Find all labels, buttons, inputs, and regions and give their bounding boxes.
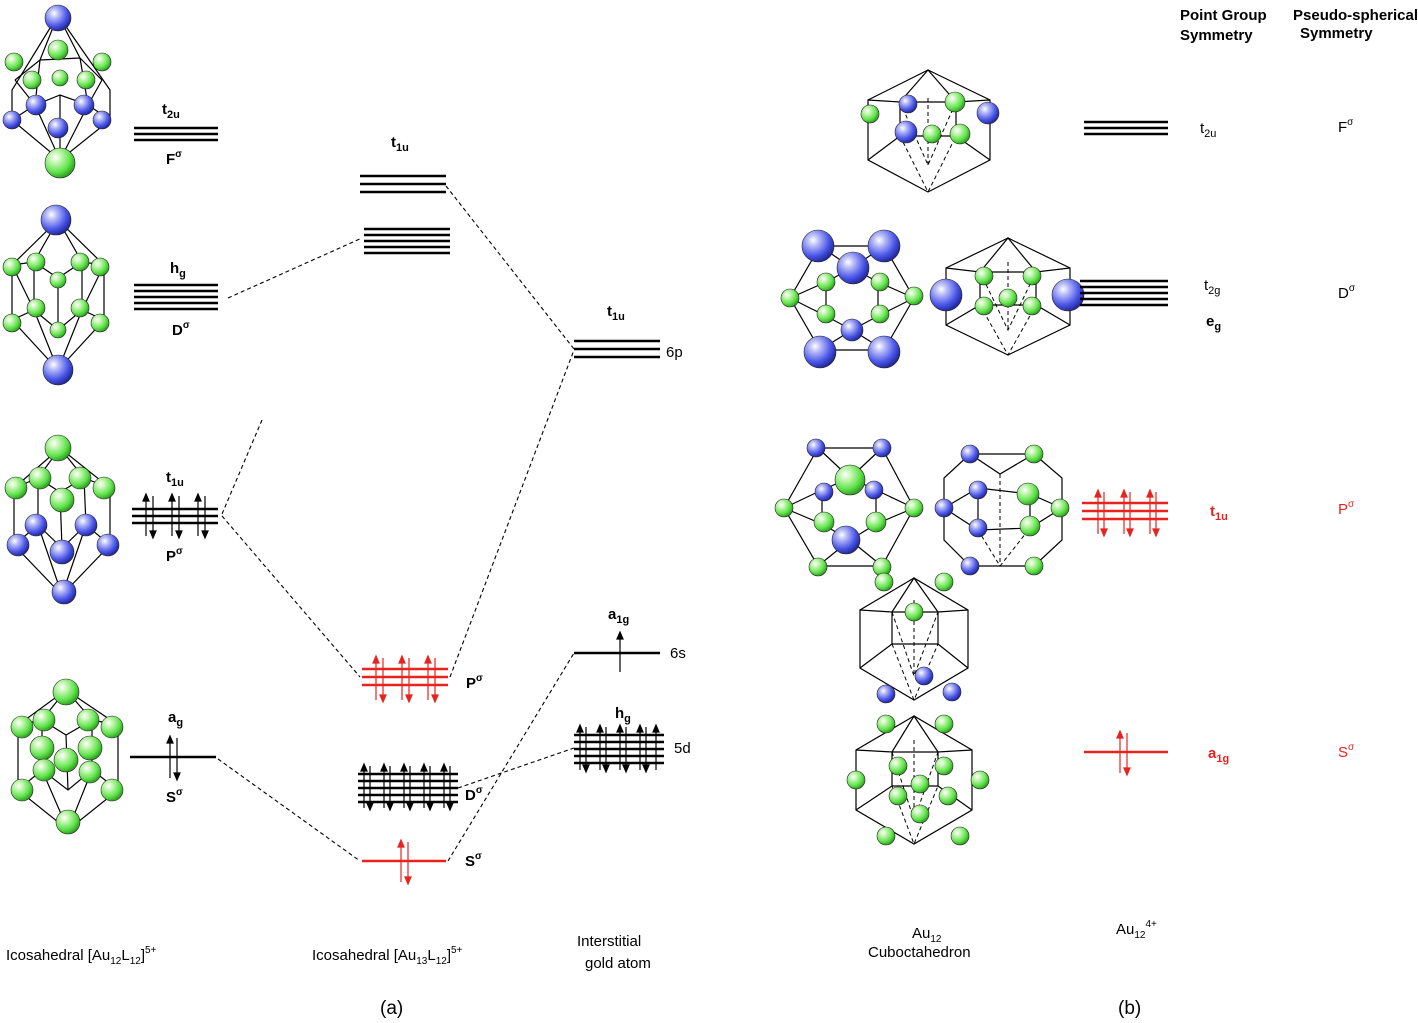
level-p-col2 (362, 654, 448, 704)
label-t1u-col3: t1u (607, 303, 625, 323)
label-eg-b: eg (1206, 313, 1221, 333)
label-a1g-b: a1g (1208, 745, 1229, 765)
cuboctahedron-cluster-f (860, 69, 1000, 194)
label-t1u-col1: t1u (166, 469, 184, 489)
icosahedron-cluster-s (10, 678, 124, 835)
level-ag-col1 (130, 734, 216, 782)
label-a1g-col3: a1g (608, 606, 629, 626)
label-t2u-col1: t2u (162, 101, 180, 121)
icosahedron-cluster-p (4, 434, 120, 605)
label-t1u-col2: t1u (391, 134, 409, 154)
label-t1u-b: t1u (1210, 503, 1228, 523)
cuboctahedron-cluster-p1 (774, 438, 924, 577)
caption-au12: Au12 (912, 925, 942, 945)
level-t1u-col1 (132, 492, 218, 540)
label-5d: 5d (674, 740, 691, 757)
cuboctahedron-cluster-s (846, 714, 990, 846)
level-a1g-b (1084, 729, 1168, 777)
level-d-col2 (358, 762, 458, 812)
label-psigma-col1: Pσ (166, 546, 183, 565)
label-t2g-b: t2g (1204, 277, 1220, 297)
level-hg-col2 (364, 227, 450, 255)
caption-au12-4plus: Au124+ (1116, 919, 1157, 941)
level-s-col2 (362, 838, 446, 886)
label-ssigma-col1: Sσ (166, 787, 183, 806)
cuboctahedron-cluster-p3 (859, 572, 969, 704)
caption-interstitial-2: gold atom (585, 955, 651, 972)
icosahedron-cluster-dh (2, 204, 110, 386)
level-t2u-col1 (134, 126, 218, 142)
panel-b-tag: (b) (1118, 998, 1141, 1019)
label-ssigma-b: Sσ (1338, 742, 1355, 761)
level-t1u-col3 (574, 339, 660, 359)
header-pseudo-2: Symmetry (1300, 25, 1373, 42)
cuboctahedron-cluster-p2 (934, 444, 1070, 576)
label-dsigma-col2: Dσ (465, 785, 483, 804)
header-pseudo-1: Pseudo-spherical (1293, 7, 1418, 24)
level-t1u-b (1082, 488, 1168, 538)
cuboctahedron-cluster-d2 (929, 237, 1085, 357)
level-t1u-col2 (360, 174, 446, 194)
caption-au12l12: Icosahedral [Au12L12]5+ (6, 945, 157, 967)
level-t2u-b (1084, 120, 1168, 136)
header-point-group-1: Point Group (1180, 7, 1267, 24)
label-psigma-b: Pσ (1338, 499, 1355, 518)
label-hg-col1: hg (170, 260, 186, 280)
caption-cuboctahedron: Cuboctahedron (868, 944, 971, 961)
level-hg-col1 (134, 283, 218, 311)
icosahedron-cluster-ft (2, 4, 112, 179)
level-a1g-col3 (574, 630, 660, 672)
panel-a-tag: (a) (380, 998, 403, 1019)
label-hg-col3: hg (615, 705, 631, 725)
header-point-group-2: Symmetry (1180, 27, 1253, 44)
label-ag-col1: ag (168, 709, 183, 729)
label-fsigma-b: Fσ (1338, 117, 1354, 136)
level-t2g-eg-b (1080, 279, 1168, 307)
caption-au13l12: Icosahedral [Au13L12]5+ (312, 945, 463, 967)
label-6s: 6s (670, 645, 686, 662)
label-dsigma-col1: Dσ (172, 320, 190, 339)
label-t2u-b: t2u (1200, 120, 1216, 140)
label-fsigma-col1: Fσ (166, 149, 182, 168)
cuboctahedron-cluster-d1 (780, 229, 924, 369)
caption-interstitial-1: Interstitial (577, 933, 641, 950)
label-dsigma-b: Dσ (1338, 283, 1356, 302)
correlation-lines (217, 185, 575, 862)
label-6p: 6p (666, 344, 683, 361)
label-psigma-col2: Pσ (466, 673, 483, 692)
label-ssigma-col2: Sσ (465, 851, 482, 870)
level-hg-col3 (574, 723, 664, 774)
